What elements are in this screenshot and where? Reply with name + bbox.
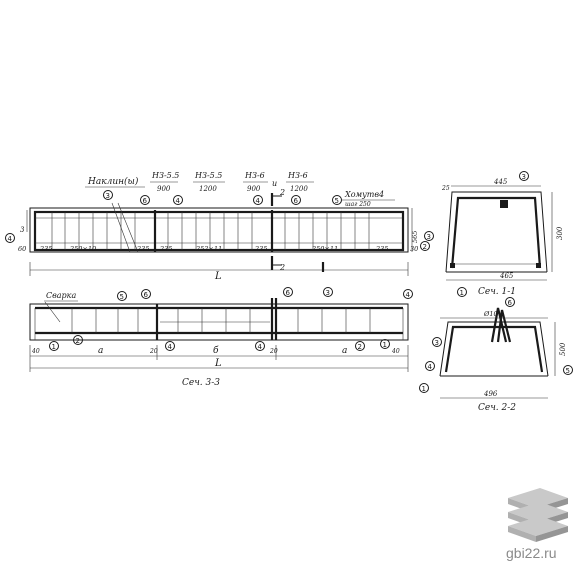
header-legend: Наклин(ы) НЗ-5.5 900 НЗ-5.5 1200 НЗ-6 90… [85,171,314,193]
section-1-1-view: 445 25 300 465 Сеч. 1-1 3 2 3 1 [420,171,564,297]
section-3-3-view: Сварка а б а L 40 40 20 20 Сеч. 3-3 1 2 … [29,287,413,388]
callout-2-bottom: 2 [76,337,80,345]
header-code-3: НЗ-6 [244,171,265,180]
left-dim-60: 60 [18,245,26,253]
callout-5-top: 5 [335,197,339,205]
dim-235-b: 235 [136,245,149,253]
section-2-2-view: Ø10 500 496 Сеч. 2-2 3 4 1 5 6 [419,297,573,413]
header-code-1: НЗ-5.5 [151,171,179,180]
length-label-top: L [214,271,222,282]
dim-250x10: 250×10 [69,245,96,253]
callout-6-bottom: 6 [144,291,149,299]
callout-4-top-b: 4 [256,197,261,205]
dim-235-d: 235 [254,245,267,253]
callout-1-sec11: 1 [460,289,464,297]
callout-2-sec11: 2 [423,243,427,251]
height-dim-565: 565 [411,231,419,243]
length-label-bottom: L [214,358,222,369]
dim-a-right: а [342,346,347,356]
left-dim-3: 3 [20,226,25,234]
section-1-1-title: Сеч. 1-1 [478,287,516,297]
callout-6-bottom-b: 6 [286,289,291,297]
sec11-side-dim: 300 [556,226,564,240]
right-dim: 30 [410,245,418,253]
sec22-note: Ø10 [483,310,498,318]
callout-6-top: 6 [143,197,148,205]
callout-3-sec22: 3 [435,339,439,347]
dim-mid-left: 20 [149,348,158,355]
sec22-side-dim: 500 [559,342,567,356]
header-code-4: НЗ-6 [287,171,308,180]
callout-3-sec11: 3 [427,233,431,241]
callout-4-bottom: 4 [168,343,173,351]
dim-edge-right: 40 [391,348,400,355]
dim-252x11: 252×11 [195,245,222,253]
callout-4-bottom-b: 4 [258,343,263,351]
callout-5-bottom: 5 [120,293,124,301]
callout-5-sec22: 5 [566,367,570,375]
dim-235-c: 235 [159,245,172,253]
callout-4-sec22: 4 [428,363,433,371]
header-dim-4: 1200 [290,185,308,193]
sec11-left-dim: 25 [441,185,450,192]
callouts-top: 4 3 6 4 4 6 5 [5,190,342,243]
callout-1-bottom: 1 [52,343,56,351]
gbi22-logo [508,488,568,542]
dim-235-a: 235 [39,245,52,253]
callout-3-bottom: 3 [326,289,330,297]
dim-a-left: а [98,346,103,356]
sec11-bottom-dim: 465 [499,272,514,280]
section-2-2-title: Сеч. 2-2 [478,403,516,413]
header-dim-1: 900 [157,185,171,193]
clamp-sub: шаг 250 [345,201,371,208]
dim-mid-right: 20 [269,348,278,355]
callout-1-sec22: 1 [422,385,426,393]
header-dim-2: 1200 [199,185,217,193]
callout-4-bottom-c: 4 [406,291,411,299]
top-elevation-view: L 235 250×10 235 235 252×11 235 250×11 2… [5,188,419,282]
section-3-3-title: Сеч. 3-3 [182,378,220,388]
watermark-site: gbi22.ru [506,545,557,561]
callout-1-bottom-b: 1 [383,341,387,349]
header-label: Наклин(ы) [87,176,139,187]
callout-6-top-b: 6 [294,197,299,205]
header-dim-3: 900 [247,185,261,193]
callout-4-left: 4 [8,235,13,243]
clamp-note: Хомутв4 [344,190,384,199]
callout-3-sec11-top: 3 [522,173,526,181]
sec11-top-dim: 445 [493,178,508,186]
callout-3-top: 3 [106,192,110,200]
header-and: и [272,179,277,188]
dim-250x11: 250×11 [311,245,338,253]
callouts-bottom: 1 2 5 6 4 4 6 3 2 1 4 [49,287,413,351]
header-code-2: НЗ-5.5 [194,171,222,180]
dim-b-mid: б [213,345,219,356]
callout-6-sec22: 6 [508,299,513,307]
dim-edge-left: 40 [31,348,40,355]
weld-label: Сварка [46,291,76,300]
callout-4-top: 4 [176,197,181,205]
callout-2-bottom-b: 2 [358,343,362,351]
sec22-bottom-dim: 496 [483,390,498,398]
section-mark-bottom: 2 [279,263,285,272]
section-mark-top: 2 [279,188,285,197]
dim-235-e: 235 [375,245,388,253]
